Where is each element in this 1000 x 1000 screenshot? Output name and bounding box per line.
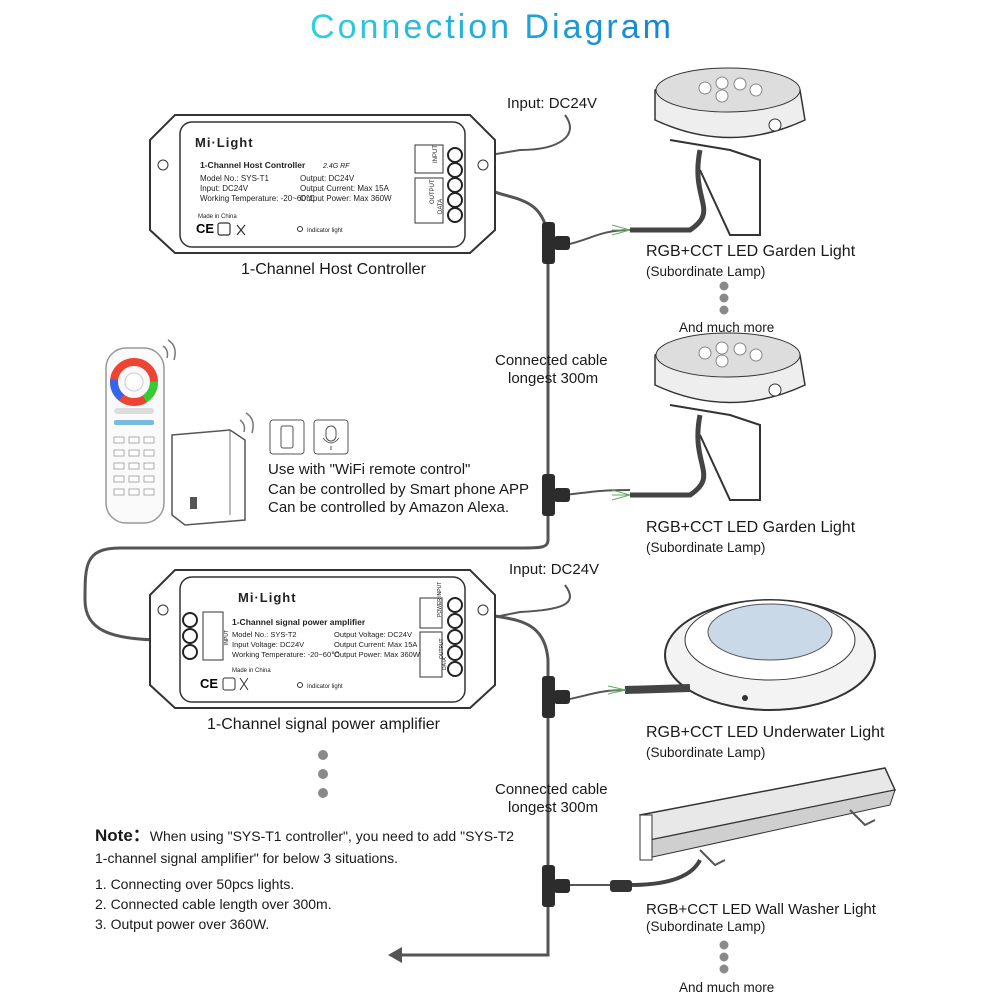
phone-icon xyxy=(269,419,305,455)
ellipsis-dots xyxy=(318,281,729,974)
amp-model: Model No.: SYS-T2 xyxy=(232,630,297,639)
host-name: 1-Channel Host Controller xyxy=(200,160,306,170)
underwater-light xyxy=(607,599,876,711)
microphone-icon xyxy=(313,419,349,455)
garden-light-1 xyxy=(611,67,806,236)
wifi-box-icon xyxy=(171,412,254,526)
wifi-line-1: Use with "WiFi remote control" xyxy=(268,461,471,478)
host-temp: Working Temperature: -20~60℃ xyxy=(200,194,315,203)
t-connector-icon xyxy=(542,222,570,264)
host-made: Made in China xyxy=(198,214,237,220)
t-connector-icon xyxy=(542,474,570,516)
host-term-output: OUTPUT xyxy=(430,179,436,204)
host-band: 2.4G RF xyxy=(322,163,350,170)
certification-icons xyxy=(217,222,246,236)
dot-icon xyxy=(318,750,328,760)
host-indicator: Indicator light xyxy=(307,228,343,234)
host-input: Input: DC24V xyxy=(200,184,249,193)
amp-indicator: Indicator light xyxy=(307,684,343,690)
amp-input-cable xyxy=(489,584,571,619)
dot-icon xyxy=(719,964,729,974)
dot-icon xyxy=(719,940,729,950)
dot-icon xyxy=(719,293,729,303)
amp-term-output: OUTPUT xyxy=(439,638,445,659)
cable-label-1-line2: longest 300m xyxy=(508,370,599,387)
dot-icon xyxy=(719,952,729,962)
lamp-1-name: RGB+CCT LED Garden Light xyxy=(646,243,856,260)
more-label-1: And much more xyxy=(679,320,775,335)
wifi-line-2: Can be controlled by Smart phone APP xyxy=(268,481,529,498)
amp-input-label: Input: DC24V xyxy=(509,561,600,578)
branch-underwater xyxy=(564,689,626,701)
note-text-1: When using "SYS-T1 controller", you need… xyxy=(149,828,515,844)
amp-term-power-input: POWER INPUT xyxy=(437,582,443,617)
amp-name: 1-Channel signal power amplifier xyxy=(232,617,366,627)
wall-washer-light xyxy=(610,767,897,892)
note-heading: Note： xyxy=(95,826,150,845)
host-out-p: Output Power: Max 360W xyxy=(300,194,392,203)
note-line-1: Note：When using "SYS-T1 controller", you… xyxy=(95,826,514,846)
lamp-2-sub: (Subordinate Lamp) xyxy=(646,540,766,555)
cable-label-2-line1: Connected cable xyxy=(495,781,608,798)
amp-input: Input Voltage: DC24V xyxy=(232,640,304,649)
lamp-4-sub: (Subordinate Lamp) xyxy=(646,919,766,934)
remote-control-icon xyxy=(105,339,176,524)
note-line-2: 1-channel signal amplifier" for below 3 … xyxy=(95,850,399,866)
t-connector-icon xyxy=(542,676,570,718)
host-input-cable xyxy=(489,114,571,156)
amp-caption: 1-Channel signal power amplifier xyxy=(207,716,441,733)
host-term-input: INPUT xyxy=(433,145,439,163)
amp-brand: Mi·Light xyxy=(238,590,297,605)
more-label-2: And much more xyxy=(679,980,775,995)
t-connector-icon xyxy=(542,865,570,907)
dot-icon xyxy=(318,788,328,798)
host-controller-box: CE xyxy=(149,114,496,254)
amp-out-p: Output Power: Max 360W xyxy=(334,650,421,659)
amp-ce-mark-icon: CE xyxy=(200,676,218,691)
amp-out-v: Output Voltage: DC24V xyxy=(334,630,412,639)
branch-garden-2 xyxy=(564,489,631,496)
amplifier-texts: Mi·Light 1-Channel signal power amplifie… xyxy=(224,582,448,690)
lamp-3-name: RGB+CCT LED Underwater Light xyxy=(646,724,885,741)
garden-light-2 xyxy=(611,332,806,501)
lamp-1-sub: (Subordinate Lamp) xyxy=(646,264,766,279)
host-brand: Mi·Light xyxy=(195,135,254,150)
lamp-4-name: RGB+CCT LED Wall Washer Light xyxy=(646,901,876,918)
host-input-label: Input: DC24V xyxy=(507,95,598,112)
amplifier-box: CE xyxy=(149,569,496,709)
amp-term-input: INPUT xyxy=(224,630,230,645)
cable-label-2-line2: longest 300m xyxy=(508,799,599,816)
diagram-title-text: Connection Diagram xyxy=(310,8,674,46)
lamp-2-name: RGB+CCT LED Garden Light xyxy=(646,519,856,536)
host-model: Model No.: SYS-T1 xyxy=(200,174,269,183)
note-item-1: 1. Connecting over 50pcs lights. xyxy=(95,876,295,892)
host-out-v: Output: DC24V xyxy=(300,174,355,183)
dot-icon xyxy=(719,281,729,291)
lamp-3-sub: (Subordinate Lamp) xyxy=(646,745,766,760)
cable-label-1-line1: Connected cable xyxy=(495,352,608,369)
amp-term-data: DATA xyxy=(442,657,448,670)
host-controller-texts: Mi·Light 1-Channel Host Controller 2.4G … xyxy=(195,135,444,234)
wifi-line-3: Can be controlled by Amazon Alexa. xyxy=(268,499,509,516)
dot-icon xyxy=(719,305,729,315)
arrow-head-icon xyxy=(388,947,402,963)
amp-made: Made in China xyxy=(232,668,271,674)
note-item-3: 3. Output power over 360W. xyxy=(95,916,270,932)
diagram-title: Connection Diagram xyxy=(0,4,1000,63)
dot-icon xyxy=(318,769,328,779)
amp-out-i: Output Current: Max 15A xyxy=(334,640,417,649)
diagram-title-graphic: Connection Diagram xyxy=(310,8,674,46)
note-item-2: 2. Connected cable length over 300m. xyxy=(95,896,332,912)
amp-temp: Working Temperature: -20~60℃ xyxy=(232,650,340,659)
host-term-data: DATA xyxy=(438,199,444,214)
host-caption: 1-Channel Host Controller xyxy=(241,261,426,278)
main-cable xyxy=(83,188,550,642)
host-out-i: Output Current: Max 15A xyxy=(300,184,390,193)
t-connectors xyxy=(542,222,570,907)
ce-mark-icon: CE xyxy=(196,221,214,236)
